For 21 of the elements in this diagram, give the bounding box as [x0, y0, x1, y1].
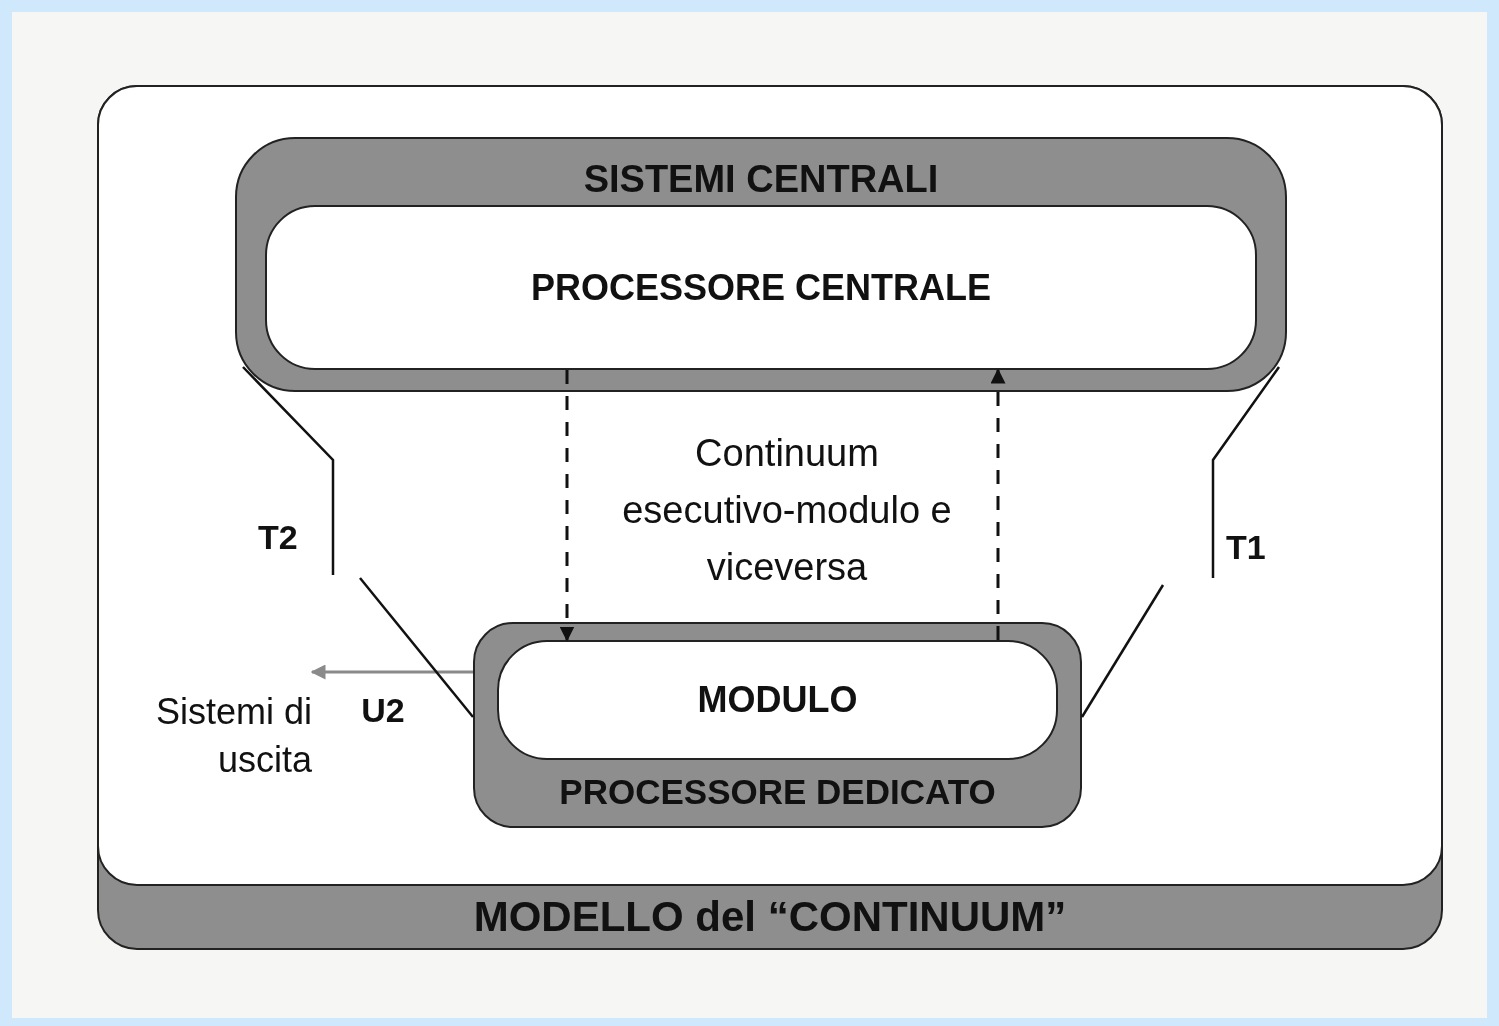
node-title: MODELLO del “CONTINUUM”: [473, 891, 1067, 942]
system-band: [473, 622, 1082, 828]
output-label: Sistemi di uscita: [154, 689, 312, 782]
node-title: SISTEMI CENTRALI: [583, 157, 939, 202]
model-frame: [97, 85, 1443, 950]
connector-line: [1211, 366, 1281, 578]
processor-box: [497, 640, 1058, 760]
arrow: [990, 368, 1006, 640]
processor-box: [265, 205, 1257, 370]
connector-line: [242, 366, 335, 575]
system-band: [235, 137, 1287, 392]
connector-line: [359, 577, 474, 718]
continuum-label: Continuum esecutivo-modulo e viceversa: [621, 431, 953, 590]
arrow: [310, 664, 473, 680]
terminal-label: T1: [1226, 527, 1266, 568]
arrow: [559, 370, 575, 642]
node-title: PROCESSORE CENTRALE: [530, 265, 992, 310]
node-title: PROCESSORE DEDICATO: [559, 770, 996, 813]
connector-line: [1080, 584, 1165, 718]
node-title: MODULO: [697, 678, 858, 722]
terminal-label: T2: [258, 517, 298, 558]
